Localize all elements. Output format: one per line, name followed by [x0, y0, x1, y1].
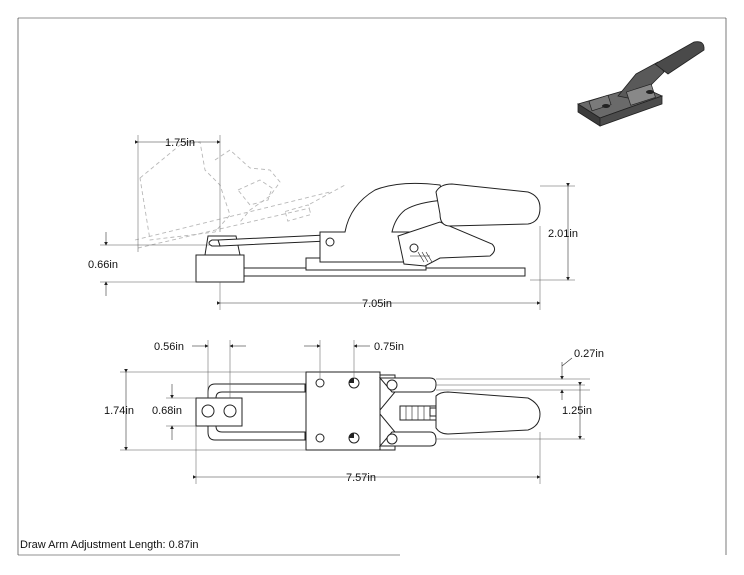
- ghost-open-position: [134, 141, 346, 249]
- dim-plate-offset: 0.75in: [374, 341, 404, 353]
- dim-open-offset: 1.75in: [165, 137, 195, 149]
- dim-length-top: 7.57in: [346, 472, 376, 484]
- dim-length-side: 7.05in: [362, 298, 392, 310]
- top-view: [195, 371, 541, 451]
- dim-hook-offset: 0.27in: [574, 348, 604, 360]
- side-view: [134, 141, 541, 283]
- side-dims: 1.75in 2.01in 0.66in 7.05in: [88, 135, 578, 310]
- adjustment-note: Draw Arm Adjustment Length: 0.87in: [20, 539, 199, 551]
- dim-hole-spacing: 0.56in: [154, 341, 184, 353]
- dim-hole-row-spacing: 0.68in: [152, 405, 182, 417]
- dim-mount-width: 1.25in: [562, 405, 592, 417]
- top-dims: 0.56in 0.75in 0.27in 1.74in 0.68in 1.25i…: [104, 340, 604, 484]
- dim-height-overall: 2.01in: [548, 228, 578, 240]
- dim-base-height: 0.66in: [88, 259, 118, 271]
- drawing-border: [17, 17, 727, 556]
- dim-width-overall: 1.74in: [104, 405, 134, 417]
- isometric-clamp-preview: [577, 41, 705, 127]
